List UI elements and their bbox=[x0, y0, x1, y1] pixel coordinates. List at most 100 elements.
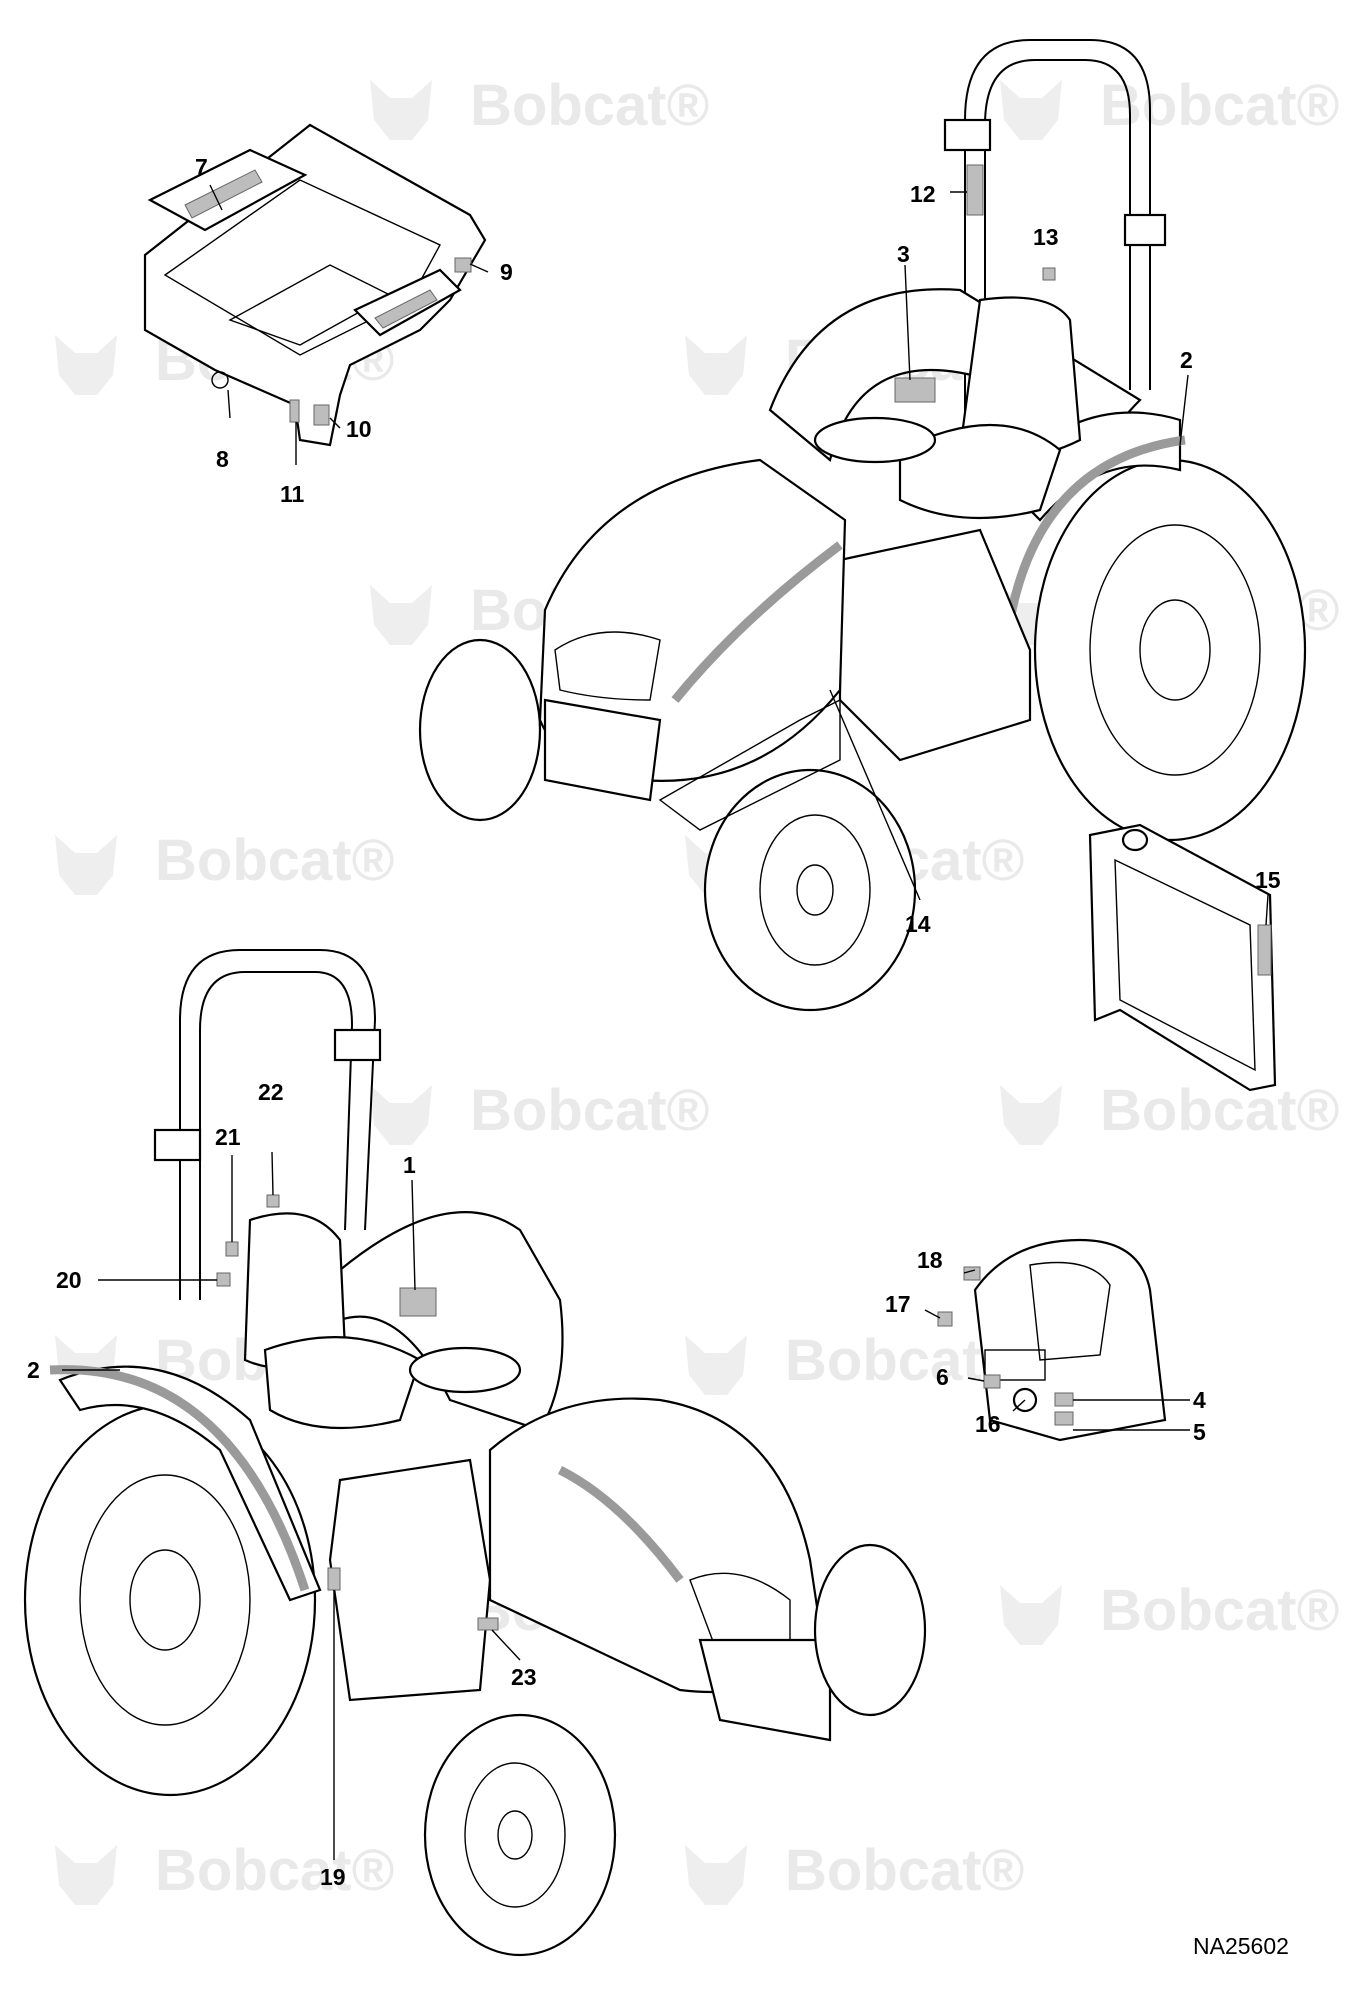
callout-1: 1 bbox=[403, 1152, 416, 1178]
callout-16: 16 bbox=[975, 1411, 1001, 1437]
watermark-tile: Bobcat® bbox=[370, 1078, 709, 1145]
watermark-brand-text: Bobcat® bbox=[785, 1838, 1024, 1903]
rear-tire-2 bbox=[23, 1403, 317, 1797]
tractor-rear-view bbox=[418, 39, 1307, 1012]
bobcat-logo-watermark-icon bbox=[1000, 1085, 1062, 1145]
rops-bar-1 bbox=[964, 39, 1151, 440]
decal-17 bbox=[937, 1311, 953, 1327]
callout-21: 21 bbox=[215, 1124, 241, 1150]
dash-outline bbox=[973, 1238, 1167, 1442]
watermark-tile: Bobcat® bbox=[55, 828, 394, 895]
bobcat-logo-watermark-icon bbox=[370, 1085, 432, 1145]
dash-switches bbox=[984, 1349, 1046, 1381]
decal-23 bbox=[477, 1617, 499, 1631]
watermark-brand-text: Bobcat® bbox=[470, 1078, 709, 1143]
hood-stripe-2 bbox=[557, 1465, 684, 1583]
seat-cushion-1 bbox=[898, 423, 1062, 520]
rops-bracket-4 bbox=[333, 1028, 382, 1062]
decal-6 bbox=[983, 1374, 1001, 1389]
decal-11 bbox=[289, 399, 300, 423]
callout-6: 6 bbox=[936, 1364, 949, 1390]
floor-recess bbox=[163, 179, 441, 356]
watermark-tile: Bobcat® bbox=[685, 1328, 1024, 1395]
decal-15 bbox=[1257, 924, 1272, 976]
callout-4: 4 bbox=[1193, 1387, 1206, 1413]
watermark-brand-text: Bobcat® bbox=[470, 73, 709, 138]
front-right-tire-2 bbox=[813, 1543, 927, 1717]
front-grille-1 bbox=[543, 698, 662, 802]
leader-lines bbox=[62, 184, 1269, 1860]
rops-bar-2 bbox=[179, 949, 377, 1300]
callout-2-top: 2 bbox=[1180, 347, 1193, 373]
rops-bracket-1 bbox=[943, 118, 992, 152]
shroud-outline bbox=[1088, 823, 1277, 1092]
decal-3 bbox=[894, 377, 936, 403]
fender-stripe-2 bbox=[1005, 435, 1186, 621]
bobcat-logo-watermark-icon bbox=[55, 1845, 117, 1905]
callout-5: 5 bbox=[1193, 1419, 1206, 1445]
floor-grommet bbox=[211, 371, 229, 389]
bobcat-logo-watermark-icon bbox=[685, 1335, 747, 1395]
callout-2-bottom: 2 bbox=[27, 1357, 40, 1383]
rops-bracket-3 bbox=[153, 1128, 202, 1162]
front-right-tire-1 bbox=[703, 768, 917, 1012]
rear-rim-1 bbox=[1089, 524, 1261, 776]
floor-platform-assembly bbox=[143, 123, 487, 447]
callout-20: 20 bbox=[56, 1267, 82, 1293]
callout-7: 7 bbox=[195, 154, 208, 180]
rear-tire-1 bbox=[1033, 458, 1307, 842]
decal-12 bbox=[966, 164, 984, 216]
hood-stripe-1 bbox=[671, 541, 843, 703]
bobcat-logo-watermark-icon bbox=[1000, 80, 1062, 140]
engine-bay-1 bbox=[658, 698, 841, 831]
callout-22: 22 bbox=[258, 1079, 284, 1105]
shroud-opening bbox=[1114, 858, 1256, 1072]
decal-20 bbox=[216, 1272, 231, 1287]
watermark-tile: Bobcat® bbox=[685, 1838, 1024, 1905]
bobcat-logo-watermark-icon bbox=[55, 335, 117, 395]
callout-11: 11 bbox=[280, 481, 305, 507]
front-grille-2 bbox=[698, 1638, 832, 1742]
seat-cushion-2 bbox=[263, 1336, 422, 1430]
shroud-cap bbox=[1121, 828, 1149, 852]
callout-18: 18 bbox=[917, 1247, 943, 1273]
decal-9 bbox=[454, 257, 472, 273]
instrument-panel bbox=[937, 1238, 1167, 1442]
radiator-shroud bbox=[1088, 823, 1277, 1092]
steering-wheel-2 bbox=[408, 1346, 522, 1394]
bobcat-logo-watermark-icon bbox=[55, 835, 117, 895]
decal-10 bbox=[313, 404, 330, 426]
callout-3: 3 bbox=[897, 241, 910, 267]
callout-9: 9 bbox=[500, 259, 513, 285]
grille-2 bbox=[689, 1572, 791, 1661]
bobcat-logo-watermark-icon bbox=[685, 335, 747, 395]
rops-bracket-2 bbox=[1123, 213, 1167, 247]
decal-13 bbox=[1042, 267, 1056, 281]
platform-step-1 bbox=[838, 528, 1032, 762]
decal-4 bbox=[1054, 1392, 1074, 1407]
tractor-front-view bbox=[23, 949, 927, 1957]
grille-1 bbox=[554, 631, 661, 701]
decal-7-area bbox=[184, 169, 263, 219]
watermark-brand-text: Bobcat® bbox=[155, 1838, 394, 1903]
front-left-tire-1 bbox=[418, 638, 542, 822]
watermark-brand-text: Bobcat® bbox=[1100, 1078, 1339, 1143]
watermark-brand-text: Bobcat® bbox=[1100, 1578, 1339, 1643]
platform-step-2 bbox=[328, 1458, 492, 1702]
watermark-tile: Bobcat® bbox=[370, 73, 709, 140]
callout-12: 12 bbox=[910, 181, 936, 207]
decal-22 bbox=[266, 1194, 280, 1208]
fender-stripe-2b bbox=[49, 1365, 310, 1592]
callout-15: 15 bbox=[1255, 867, 1281, 893]
watermark-brand-text: Bobcat® bbox=[1100, 73, 1339, 138]
callout-14: 14 bbox=[905, 911, 931, 937]
decal-18 bbox=[963, 1266, 981, 1281]
bobcat-logo-watermark-icon bbox=[370, 80, 432, 140]
bobcat-logo-watermark-icon bbox=[685, 1845, 747, 1905]
dash-display bbox=[1029, 1261, 1111, 1361]
callout-19: 19 bbox=[320, 1864, 346, 1890]
bobcat-logo-watermark-icon bbox=[370, 585, 432, 645]
figure-reference-code: NA25602 bbox=[1193, 1933, 1289, 1959]
